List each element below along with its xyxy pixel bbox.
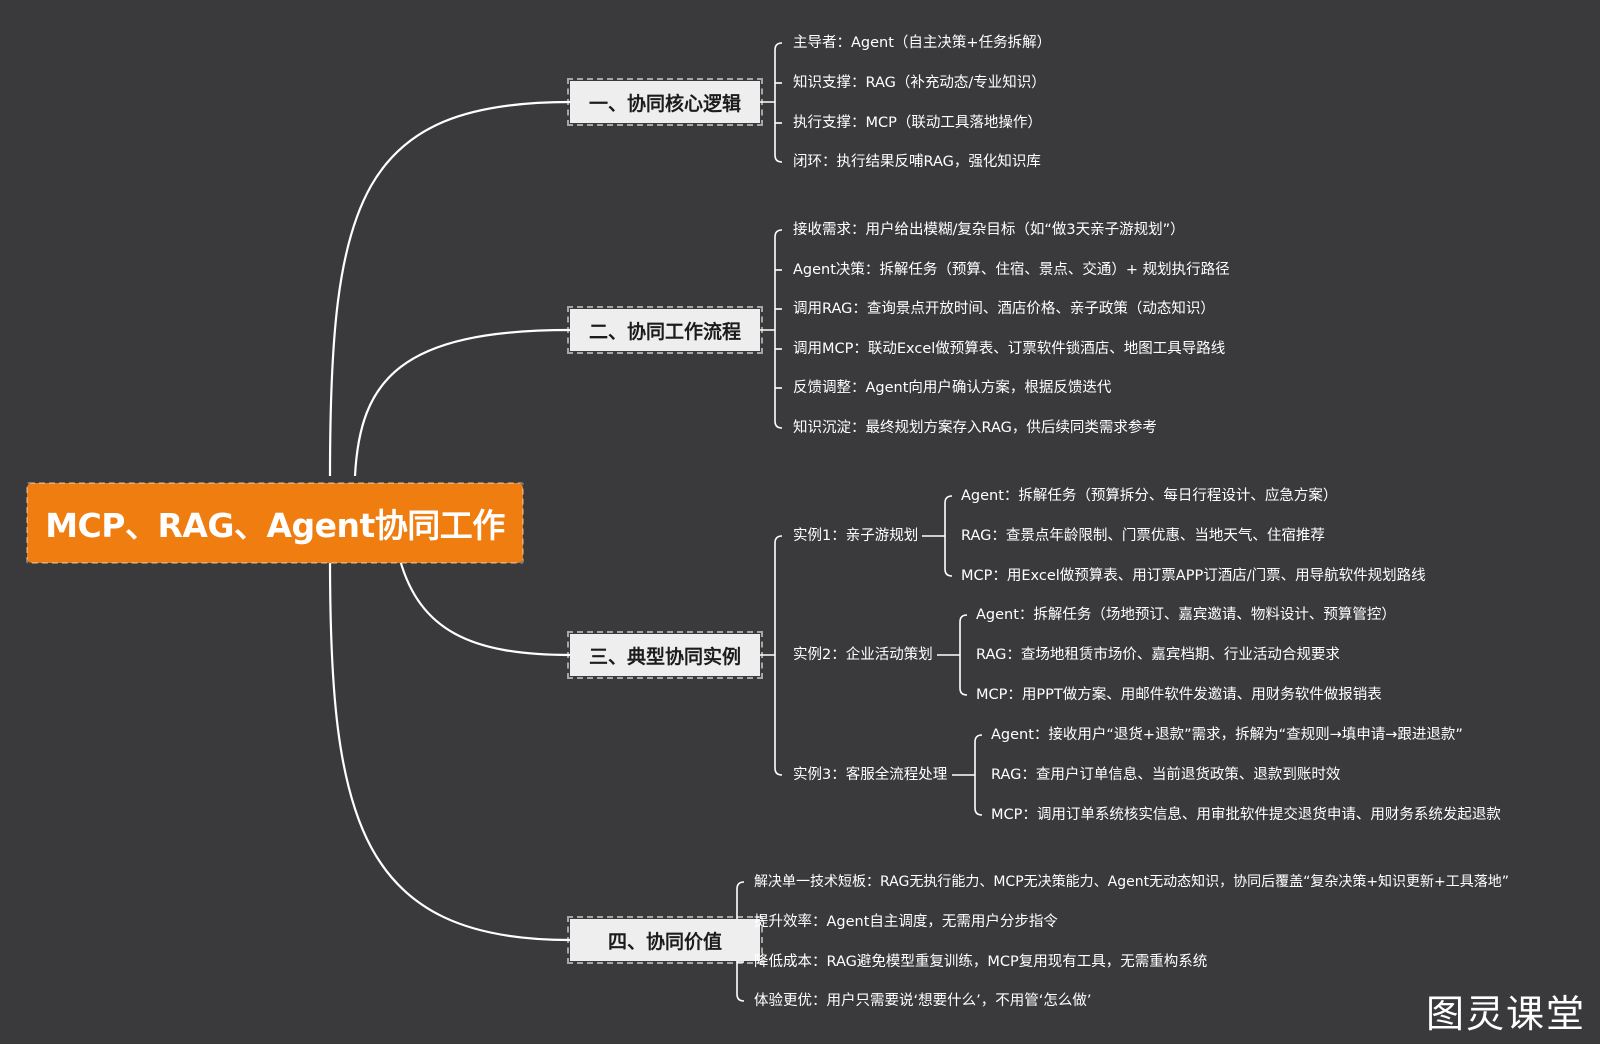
leaf-b1-2[interactable]: 知识支撑：RAG（补充动态/专业知识） xyxy=(793,75,1046,91)
bracket-ex1 xyxy=(922,495,953,577)
example-2-item-1[interactable]: Agent：拆解任务（场地预订、嘉宾邀请、物料设计、预算管控） xyxy=(976,607,1396,623)
bracket-ex3 xyxy=(952,734,983,816)
leaf-b4-2[interactable]: 提升效率：Agent自主调度，无需用户分步指令 xyxy=(754,914,1058,930)
branch-title: 四、协同价值 xyxy=(607,930,722,953)
branch-workflow[interactable]: 二、协同工作流程 xyxy=(567,306,763,354)
example-2-item-3[interactable]: MCP：用PPT做方案、用邮件软件发邀请、用财务软件做报销表 xyxy=(976,687,1382,703)
leaf-b2-6[interactable]: 知识沉淀：最终规划方案存入RAG，供后续同类需求参考 xyxy=(793,420,1157,436)
leaf-b1-3[interactable]: 执行支撑：MCP（联动工具落地操作） xyxy=(793,115,1042,131)
example-3-item-1[interactable]: Agent：接收用户“退货+退款”需求，拆解为“查规则→填申请→跟进退款” xyxy=(991,727,1463,743)
leaf-b2-2[interactable]: Agent决策：拆解任务（预算、住宿、景点、交通）+ 规划执行路径 xyxy=(793,262,1230,278)
leaf-b1-4[interactable]: 闭环：执行结果反哺RAG，强化知识库 xyxy=(793,154,1041,170)
example-2-item-2[interactable]: RAG：查场地租赁市场价、嘉宾档期、行业活动合规要求 xyxy=(976,647,1340,663)
branch-core-logic[interactable]: 一、协同核心逻辑 xyxy=(567,78,763,126)
link-root-b1 xyxy=(328,100,571,477)
example-1-title[interactable]: 实例1：亲子游规划 xyxy=(793,528,919,544)
bracket-b2 xyxy=(760,229,783,429)
example-1-item-2[interactable]: RAG：查景点年龄限制、门票优惠、当地天气、住宿推荐 xyxy=(961,528,1325,544)
leaf-b2-3[interactable]: 调用RAG：查询景点开放时间、酒店价格、亲子政策（动态知识） xyxy=(793,301,1215,317)
leaf-b2-4[interactable]: 调用MCP：联动Excel做预算表、订票软件锁酒店、地图工具导路线 xyxy=(793,341,1226,357)
bracket-b3 xyxy=(760,535,783,776)
example-3-title[interactable]: 实例3：客服全流程处理 xyxy=(793,767,948,783)
watermark: 图灵课堂 xyxy=(1425,992,1586,1036)
leaf-b4-4[interactable]: 体验更优：用户只需要说‘想要什么’，不用管‘怎么做’ xyxy=(754,993,1092,1009)
example-1-item-1[interactable]: Agent：拆解任务（预算拆分、每日行程设计、应急方案） xyxy=(961,488,1338,504)
bracket-ex2 xyxy=(937,614,968,696)
link-root-b4 xyxy=(328,559,571,942)
example-3-item-3[interactable]: MCP：调用订单系统核实信息、用审批软件提交退货申请、用财务系统发起退款 xyxy=(991,807,1501,823)
root-title: MCP、RAG、Agent协同工作 xyxy=(45,506,505,545)
link-root-b2 xyxy=(353,328,571,477)
example-3-item-2[interactable]: RAG：查用户订单信息、当前退货政策、退款到账时效 xyxy=(991,767,1341,783)
root-node[interactable]: MCP、RAG、Agent协同工作 xyxy=(26,482,524,564)
bracket-b1 xyxy=(760,42,783,163)
branch-value[interactable]: 四、协同价值 xyxy=(567,916,763,964)
branch-title: 一、协同核心逻辑 xyxy=(588,92,741,115)
leaf-b2-1[interactable]: 接收需求：用户给出模糊/复杂目标（如“做3天亲子游规划”） xyxy=(793,222,1185,238)
example-1-item-3[interactable]: MCP：用Excel做预算表、用订票APP订酒店/门票、用导航软件规划路线 xyxy=(961,568,1426,584)
leaf-b1-1[interactable]: 主导者：Agent（自主决策+任务拆解） xyxy=(793,35,1052,51)
branch-title: 三、典型协同实例 xyxy=(588,645,741,668)
leaf-b4-3[interactable]: 降低成本：RAG避免模型重复训练，MCP复用现有工具，无需重构系统 xyxy=(754,954,1208,970)
link-root-b3 xyxy=(398,559,571,657)
example-2-title[interactable]: 实例2：企业活动策划 xyxy=(793,647,933,663)
leaf-b4-1[interactable]: 解决单一技术短板：RAG无执行能力、MCP无决策能力、Agent无动态知识，协同… xyxy=(754,874,1510,890)
leaf-b2-5[interactable]: 反馈调整：Agent向用户确认方案，根据反馈迭代 xyxy=(793,380,1112,396)
branch-examples[interactable]: 三、典型协同实例 xyxy=(567,631,763,679)
branch-title: 二、协同工作流程 xyxy=(588,320,741,343)
